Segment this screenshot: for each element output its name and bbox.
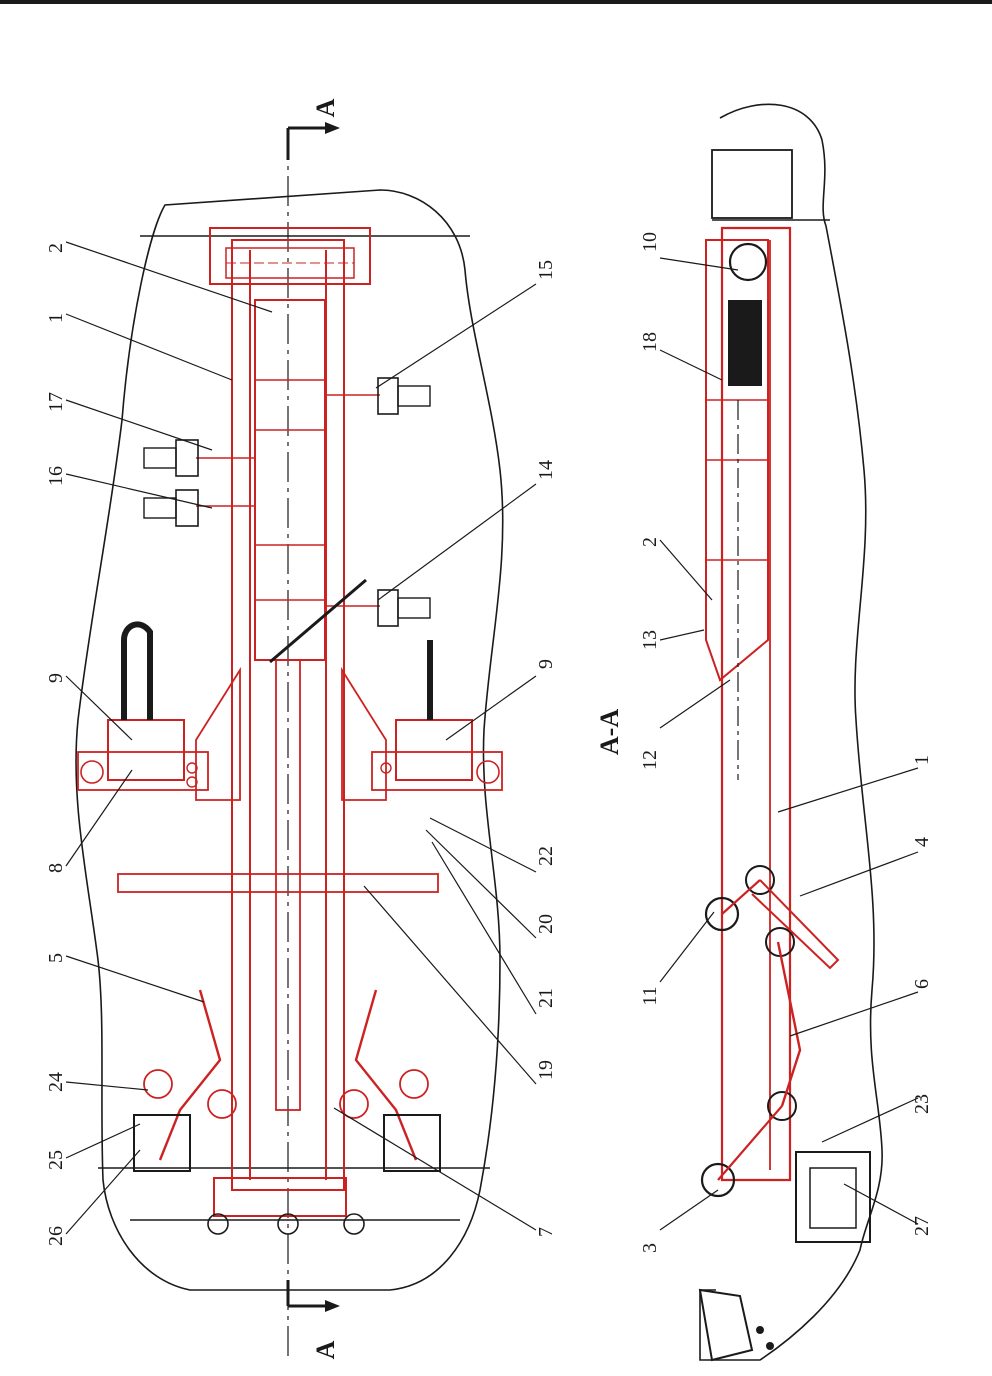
callout: 9: [45, 673, 67, 683]
coupler-head: [700, 1290, 752, 1360]
bracket-left: [196, 670, 240, 800]
callout: 17: [45, 392, 67, 412]
callout: 7: [535, 1227, 557, 1237]
leaders-plan-top: [66, 242, 272, 1234]
callout: 10: [639, 232, 661, 252]
callout: 24: [45, 1072, 67, 1092]
callout: 23: [911, 1094, 933, 1114]
valve-15: [325, 378, 430, 414]
link-3: [718, 1106, 782, 1180]
piston-block: [728, 300, 762, 386]
leaders-plan-bottom: [334, 284, 536, 1230]
callout: 13: [639, 630, 661, 650]
leaders-section-top: [660, 258, 738, 1230]
callout: 12: [639, 750, 661, 770]
callout: 16: [45, 466, 67, 486]
section-arrow-bottom: [288, 1280, 340, 1312]
section-letter-bottom: A: [311, 1340, 340, 1359]
callout: 14: [535, 460, 557, 480]
callout: 2: [45, 243, 67, 253]
actuator-right: [372, 640, 502, 790]
callout: 25: [45, 1150, 67, 1170]
section-letter-top: A: [311, 98, 340, 117]
callout: 1: [911, 755, 933, 765]
callout: 19: [535, 1060, 557, 1080]
valve-16: [144, 490, 255, 526]
spring-left: [134, 1115, 190, 1171]
upper-bracket: [712, 150, 792, 218]
bottom-plate: [214, 1178, 346, 1216]
crossbar: [118, 874, 438, 892]
section-callouts-bottom: 1 4 6 23 27: [911, 755, 933, 1236]
section-arrow-top: [288, 122, 340, 160]
lever-right: [356, 990, 416, 1160]
callout: 3: [639, 1243, 661, 1253]
pivot-10: [730, 244, 766, 280]
callout: 6: [911, 979, 933, 989]
plan-callouts-bottom: 15 14 9 22 20 21 19 7: [535, 260, 557, 1237]
callout: 27: [911, 1216, 933, 1236]
callout: 9: [535, 659, 557, 669]
callout: 4: [911, 837, 933, 847]
bracket-right: [342, 670, 386, 800]
plan-view: 2 1 17 16 9 8 5 24 25 26 15 14 9 22 20 2…: [45, 98, 557, 1360]
section-callouts-top: 10 18 2 13 12 11 3: [639, 232, 661, 1253]
section-view: A-A 10 18 2 13 12 11 3 1 4 6 23 27: [595, 104, 933, 1360]
plan-callouts-top: 2 1 17 16 9 8 5 24 25 26: [45, 243, 67, 1246]
callout: 5: [45, 953, 67, 963]
callout: 26: [45, 1226, 67, 1246]
callout: 2: [639, 537, 661, 547]
cylinder: [255, 300, 325, 660]
leaders-section-bottom: [778, 768, 918, 1224]
callout: 15: [535, 260, 557, 280]
callout: 18: [639, 332, 661, 352]
plan-break-outline: [76, 190, 503, 1290]
callout: 8: [45, 863, 67, 873]
callout: 20: [535, 914, 557, 934]
section-title: A-A: [595, 709, 624, 755]
callout: 22: [535, 846, 557, 866]
callout: 11: [639, 986, 661, 1005]
diagonal-cable: [270, 580, 366, 662]
valve-14: [325, 590, 430, 626]
callout: 21: [535, 988, 557, 1008]
callout: 1: [45, 313, 67, 323]
